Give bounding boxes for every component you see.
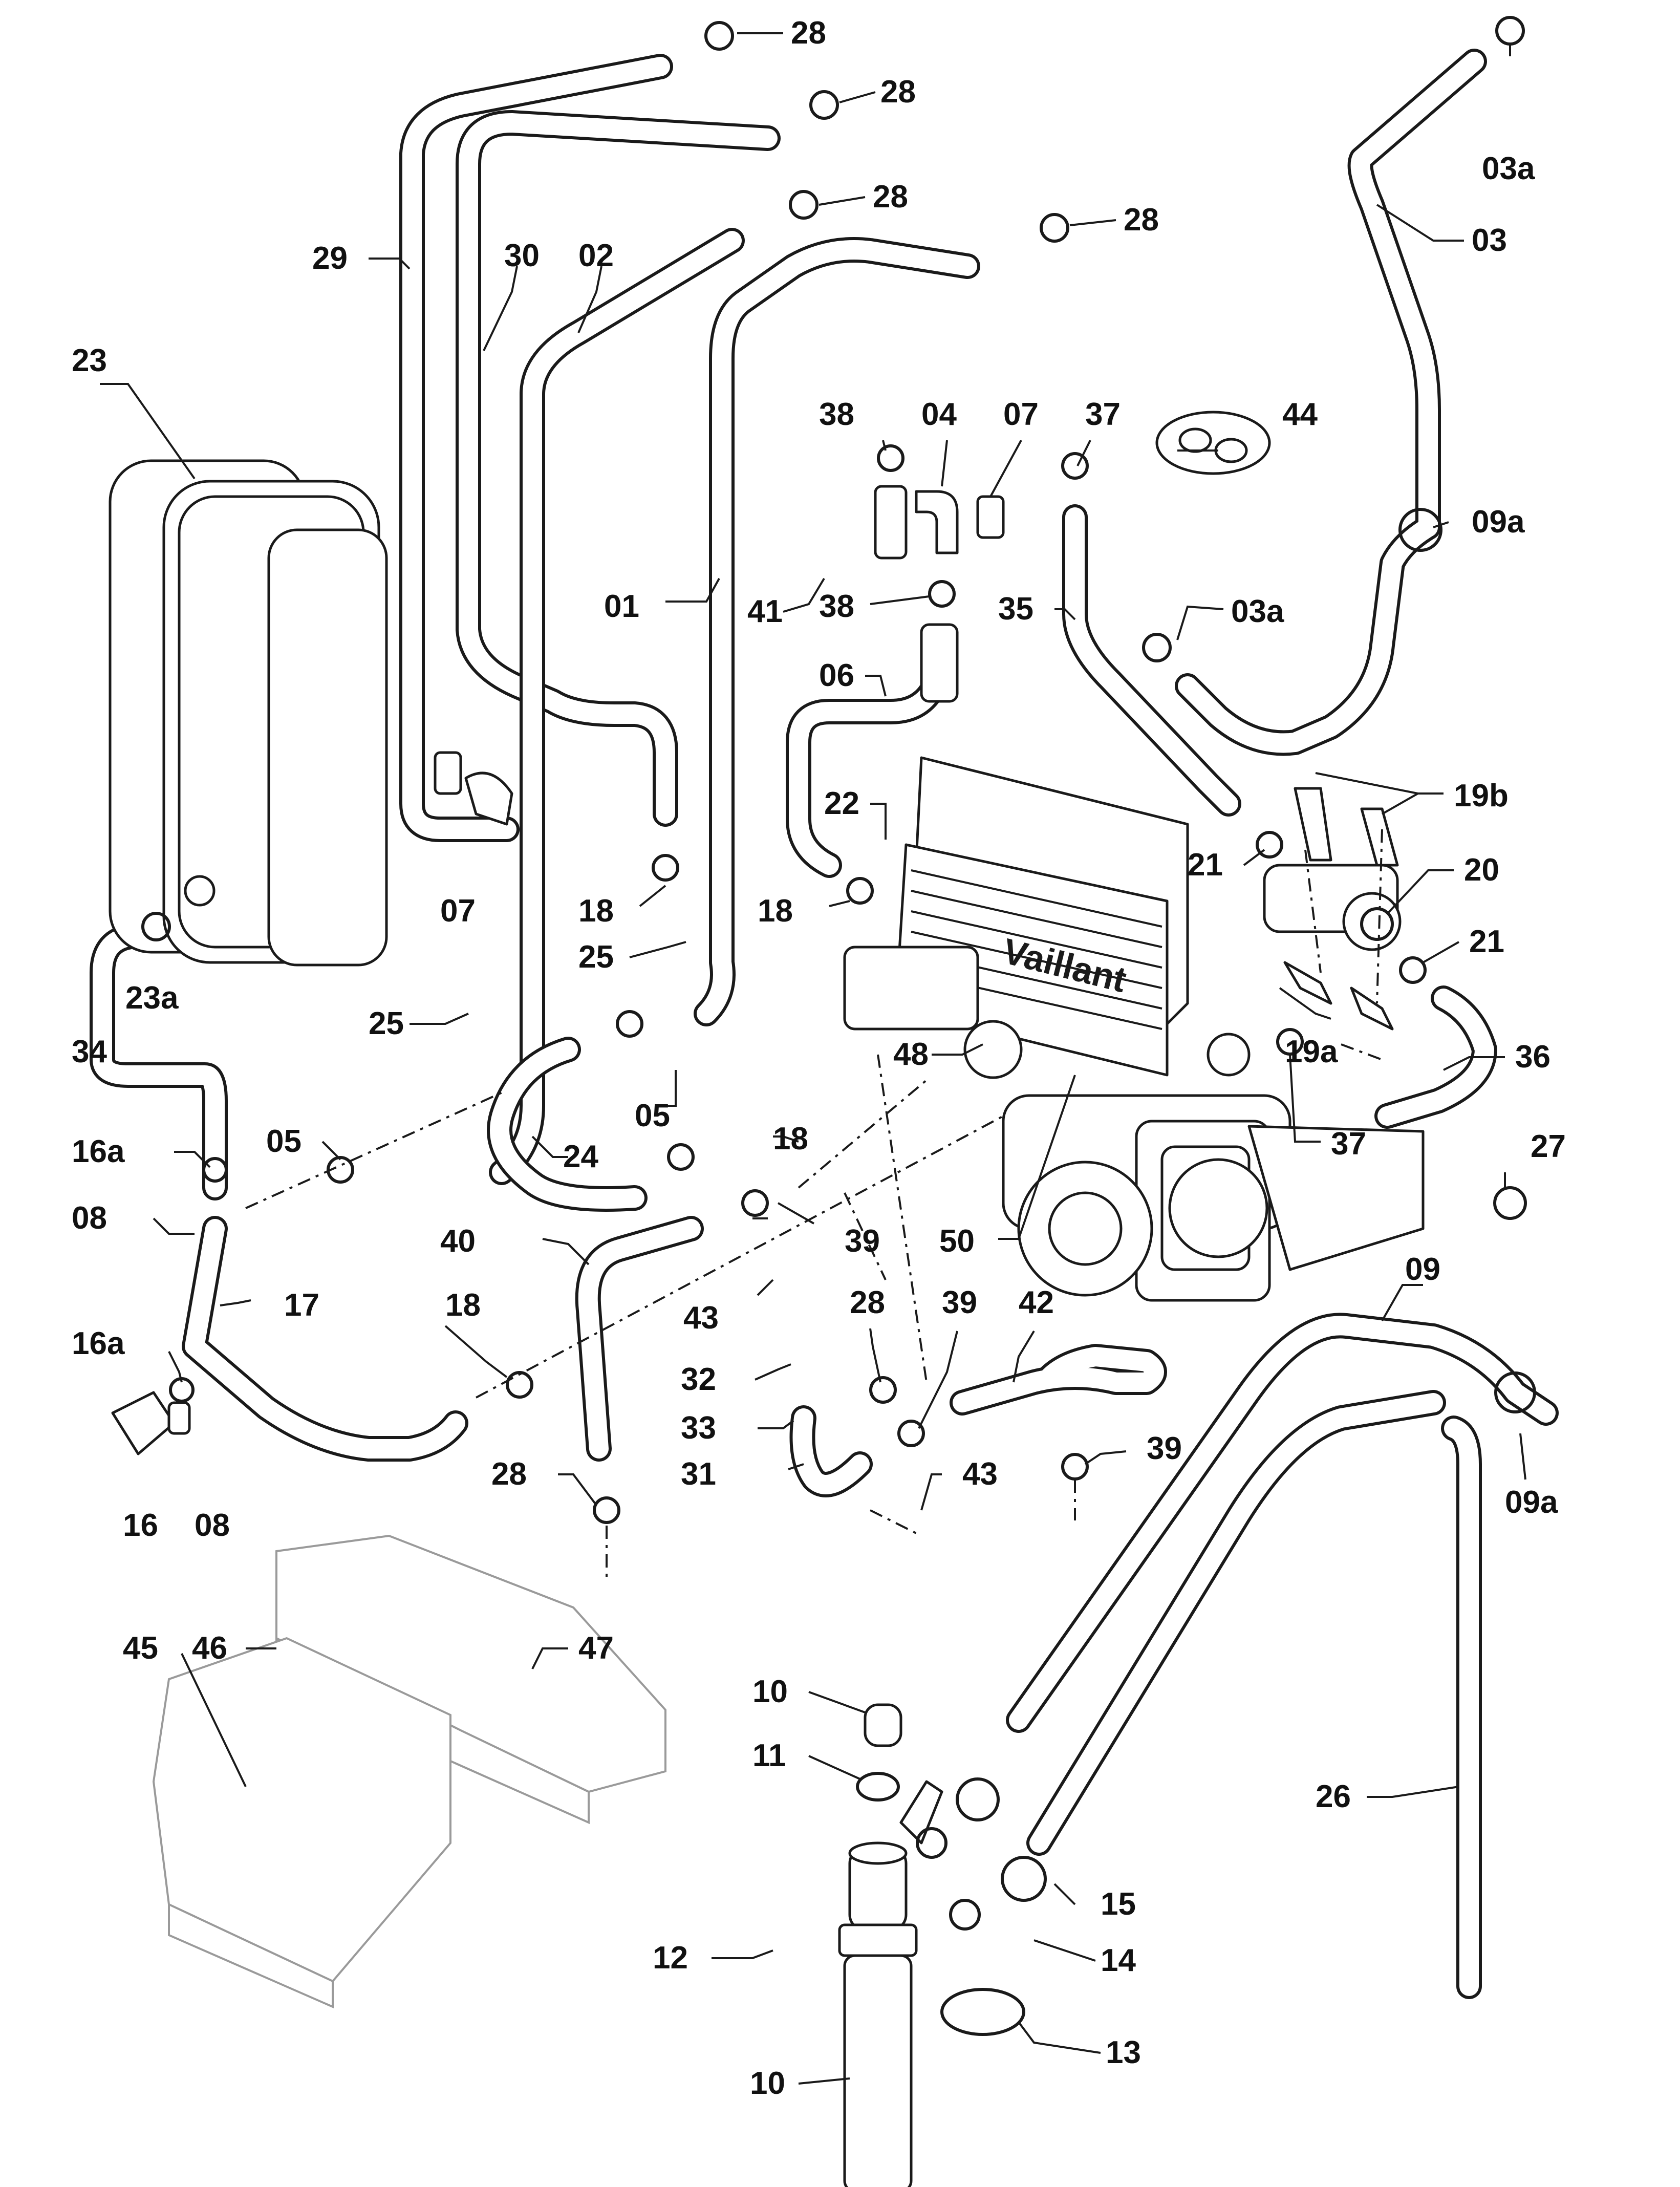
label-15: 15 xyxy=(1101,1886,1136,1922)
leader-lines xyxy=(100,32,1526,2085)
label-26: 26 xyxy=(1316,1779,1351,1814)
label-37: 37 xyxy=(1331,1126,1366,1162)
label-44: 44 xyxy=(1282,397,1318,432)
label-28: 28 xyxy=(873,179,908,215)
label-01: 01 xyxy=(604,589,639,624)
label-19b: 19b xyxy=(1454,778,1509,813)
label-39: 39 xyxy=(845,1224,880,1259)
label-08: 08 xyxy=(72,1200,107,1236)
label-22: 22 xyxy=(824,786,859,821)
heat-exchanger-block: Vaillant xyxy=(843,756,1425,1302)
label-13: 13 xyxy=(1106,2035,1141,2070)
label-23a: 23a xyxy=(125,980,179,1016)
label-28: 28 xyxy=(491,1456,527,1492)
label-31: 31 xyxy=(681,1456,716,1492)
label-46: 46 xyxy=(192,1631,227,1666)
label-04: 04 xyxy=(921,397,957,432)
condensate-siphon xyxy=(838,1703,943,2187)
label-28: 28 xyxy=(1124,202,1159,238)
label-41: 41 xyxy=(747,594,783,629)
label-28: 28 xyxy=(850,1285,885,1320)
label-05: 05 xyxy=(266,1124,301,1159)
components: Vaillant xyxy=(109,411,1425,2187)
label-16a: 16a xyxy=(72,1134,125,1169)
label-16a: 16a xyxy=(72,1326,125,1361)
label-09a: 09a xyxy=(1472,504,1525,540)
label-35: 35 xyxy=(998,591,1033,627)
label-18: 18 xyxy=(578,893,614,929)
label-23: 23 xyxy=(72,343,107,378)
label-43: 43 xyxy=(683,1300,719,1336)
sensor-07 xyxy=(434,495,1005,826)
drain-valve xyxy=(111,1391,191,1455)
label-03: 03 xyxy=(1472,223,1507,258)
label-06: 06 xyxy=(819,658,854,693)
label-16: 16 xyxy=(123,1508,158,1543)
label-25: 25 xyxy=(578,939,614,975)
label-28: 28 xyxy=(880,74,916,110)
housing-cover xyxy=(152,1637,451,2009)
label-03a: 03a xyxy=(1231,594,1284,629)
label-10: 10 xyxy=(750,2066,785,2101)
label-36: 36 xyxy=(1515,1039,1550,1075)
label-32: 32 xyxy=(681,1362,716,1397)
label-43: 43 xyxy=(962,1456,998,1492)
label-11: 11 xyxy=(752,1738,786,1773)
label-08: 08 xyxy=(195,1508,230,1543)
pipe-17 xyxy=(182,1216,468,1462)
label-50: 50 xyxy=(939,1224,975,1259)
pipes xyxy=(90,49,1559,1999)
label-38: 38 xyxy=(819,589,854,624)
label-40: 40 xyxy=(440,1224,476,1259)
label-07: 07 xyxy=(440,893,476,929)
label-07: 07 xyxy=(1003,397,1039,432)
label-47: 47 xyxy=(578,1631,614,1666)
label-39: 39 xyxy=(1147,1431,1182,1466)
label-30: 30 xyxy=(504,238,540,273)
label-12: 12 xyxy=(653,1940,688,1976)
assembly-lines xyxy=(245,829,1383,1577)
elbow-fitting xyxy=(874,485,959,703)
label-24: 24 xyxy=(563,1139,598,1174)
label-19a: 19a xyxy=(1285,1034,1338,1069)
label-34: 34 xyxy=(72,1034,107,1069)
label-38: 38 xyxy=(819,397,854,432)
label-33: 33 xyxy=(681,1410,716,1446)
label-02: 02 xyxy=(578,238,614,273)
label-37: 37 xyxy=(1085,397,1121,432)
label-18: 18 xyxy=(758,893,793,929)
label-09a: 09a xyxy=(1505,1485,1558,1520)
label-29: 29 xyxy=(312,241,348,276)
cover-plate xyxy=(1155,411,1271,475)
label-17: 17 xyxy=(284,1288,319,1323)
label-27: 27 xyxy=(1531,1129,1566,1164)
callout-labels: 28 28 28 28 03a 03 29 30 02 23 38 04 07 … xyxy=(72,15,1566,2101)
label-20: 20 xyxy=(1464,852,1499,888)
label-48: 48 xyxy=(893,1037,929,1072)
label-42: 42 xyxy=(1019,1285,1054,1320)
seals xyxy=(141,16,1536,2036)
label-05: 05 xyxy=(635,1098,670,1133)
label-10: 10 xyxy=(752,1674,788,1709)
label-14: 14 xyxy=(1101,1943,1136,1978)
expansion-vessel xyxy=(109,459,388,967)
label-21: 21 xyxy=(1188,847,1223,883)
label-09: 09 xyxy=(1405,1252,1440,1287)
label-21: 21 xyxy=(1469,924,1504,959)
label-03a: 03a xyxy=(1482,151,1535,186)
label-45: 45 xyxy=(123,1631,158,1666)
label-18: 18 xyxy=(773,1121,808,1156)
label-28: 28 xyxy=(791,15,826,51)
label-39: 39 xyxy=(942,1285,977,1320)
label-25: 25 xyxy=(369,1006,404,1041)
label-18: 18 xyxy=(445,1288,481,1323)
